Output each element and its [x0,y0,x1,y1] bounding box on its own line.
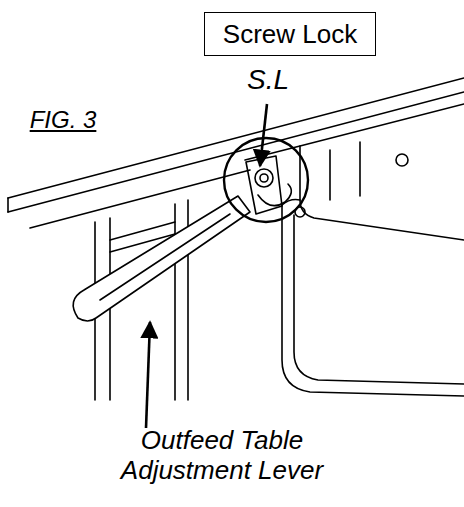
box-title: Screw Lock [223,20,357,49]
table-top-edge [8,78,464,198]
rivet [396,154,408,166]
leader-arrow [146,322,150,428]
part-label: Outfeed Table Adjustment Lever [97,426,347,486]
adjustment-lever [73,196,250,321]
housing-detail [330,142,360,200]
figure-label: FIG. 3 [3,106,123,134]
boxed-label: Screw Lock [204,12,376,56]
callout-circle [224,138,308,222]
adjustment-lever [100,214,230,300]
housing [300,146,464,240]
screw-lock [260,174,268,182]
callout-label: S.L [208,64,328,96]
table-top-edge [7,198,9,212]
housing [282,205,464,396]
housing [245,104,464,160]
leader-arrow [260,104,267,166]
screw-lock [255,169,273,187]
housing [294,215,464,384]
